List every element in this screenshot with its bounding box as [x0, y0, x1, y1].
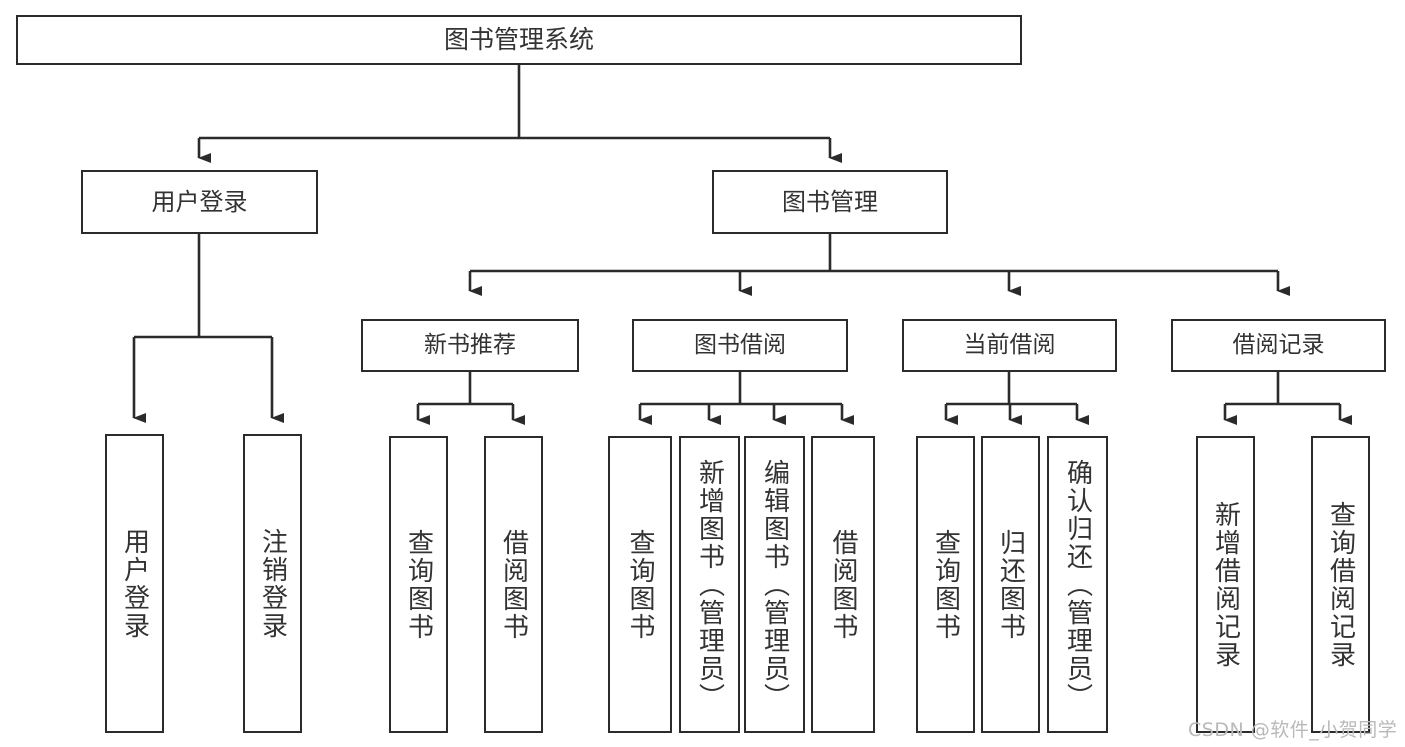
node-label: 用户登录: [119, 527, 150, 640]
node-label: 借阅记录: [1232, 331, 1325, 358]
node-book-borrow[interactable]: 图书借阅: [632, 319, 848, 372]
leaf-record-query[interactable]: 查询借阅记录: [1311, 436, 1370, 733]
leaf-new-book-borrow[interactable]: 借阅图书: [484, 436, 543, 733]
node-label: 注销登录: [257, 527, 288, 640]
node-label: 查询图书: [403, 528, 434, 641]
leaf-borrow-add-book-admin[interactable]: 新增图书（管理员）: [679, 436, 740, 733]
leaf-user-login-logout[interactable]: 注销登录: [243, 434, 302, 733]
node-user-login[interactable]: 用户登录: [81, 170, 318, 234]
leaf-record-add[interactable]: 新增借阅记录: [1196, 436, 1255, 733]
node-label: 新增借阅记录: [1210, 500, 1241, 669]
node-root-library-system[interactable]: 图书管理系统: [16, 15, 1022, 65]
node-current-borrow[interactable]: 当前借阅: [902, 319, 1117, 372]
leaf-new-book-query[interactable]: 查询图书: [389, 436, 448, 733]
node-label: 当前借阅: [963, 331, 1056, 358]
node-label: 查询图书: [930, 528, 961, 641]
node-label: 编辑图书（管理员）: [759, 458, 790, 711]
node-label: 查询借阅记录: [1325, 500, 1356, 669]
leaf-current-return-book[interactable]: 归还图书: [981, 436, 1040, 733]
leaf-borrow-borrow-book[interactable]: 借阅图书: [811, 436, 875, 733]
node-new-book-recommend[interactable]: 新书推荐: [361, 319, 579, 372]
node-label: 归还图书: [995, 528, 1026, 641]
node-label: 图书借阅: [694, 331, 786, 358]
node-label: 借阅图书: [828, 528, 858, 641]
leaf-current-confirm-return-admin[interactable]: 确认归还（管理员）: [1047, 436, 1108, 733]
node-label: 图书管理: [782, 187, 878, 216]
node-label: 查询图书: [625, 528, 655, 641]
leaf-borrow-query-book[interactable]: 查询图书: [608, 436, 672, 733]
leaf-user-login-login[interactable]: 用户登录: [105, 434, 164, 733]
node-label: 图书管理系统: [443, 25, 594, 55]
leaf-borrow-edit-book-admin[interactable]: 编辑图书（管理员）: [744, 436, 805, 733]
node-label: 确认归还（管理员）: [1062, 458, 1093, 711]
node-borrow-record[interactable]: 借阅记录: [1171, 319, 1386, 372]
node-book-management[interactable]: 图书管理: [712, 170, 948, 234]
node-label: 新书推荐: [424, 331, 516, 358]
node-label: 借阅图书: [498, 528, 529, 641]
leaf-current-query-book[interactable]: 查询图书: [916, 436, 975, 733]
node-label: 用户登录: [151, 187, 248, 216]
node-label: 新增图书（管理员）: [694, 458, 725, 711]
